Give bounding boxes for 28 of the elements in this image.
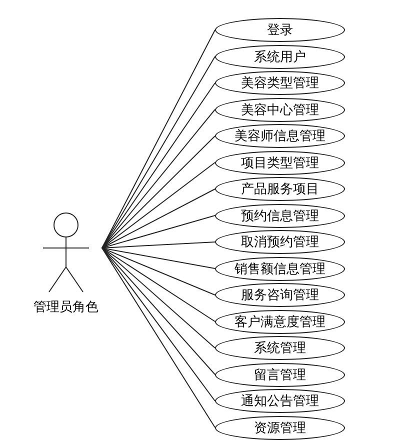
association-line [102, 248, 216, 348]
association-line [102, 136, 216, 248]
use-case-ellipse: 系统管理 [215, 336, 345, 360]
association-line [102, 248, 216, 269]
use-case-ellipse: 销售额信息管理 [215, 256, 345, 280]
use-case-ellipse: 客户满意度管理 [215, 310, 345, 334]
association-line [102, 188, 216, 248]
use-case-ellipse: 登录 [215, 18, 345, 42]
use-case-ellipse: 美容类型管理 [215, 71, 345, 95]
association-line [102, 242, 216, 248]
use-case-ellipse: 美容师信息管理 [215, 124, 345, 148]
association-line [102, 162, 216, 248]
association-line [102, 109, 216, 248]
use-case-ellipse: 资源管理 [215, 416, 345, 440]
association-line [102, 215, 216, 248]
use-case-ellipse: 留言管理 [215, 362, 345, 386]
association-line [102, 248, 216, 296]
use-case-ellipse: 取消预约管理 [215, 230, 345, 254]
actor-label: 管理员角色 [32, 299, 100, 316]
use-case-ellipse: 服务咨询管理 [215, 283, 345, 307]
use-case-ellipse: 项目类型管理 [215, 150, 345, 174]
use-case-ellipse: 美容中心管理 [215, 98, 345, 122]
use-case-ellipse: 系统用户 [215, 44, 345, 68]
use-case-ellipse: 通知公告管理 [215, 389, 345, 413]
association-line [102, 248, 216, 322]
use-case-ellipse: 产品服务项目 [215, 177, 345, 201]
use-case-ellipse: 预约信息管理 [215, 204, 345, 228]
association-line [102, 248, 216, 375]
